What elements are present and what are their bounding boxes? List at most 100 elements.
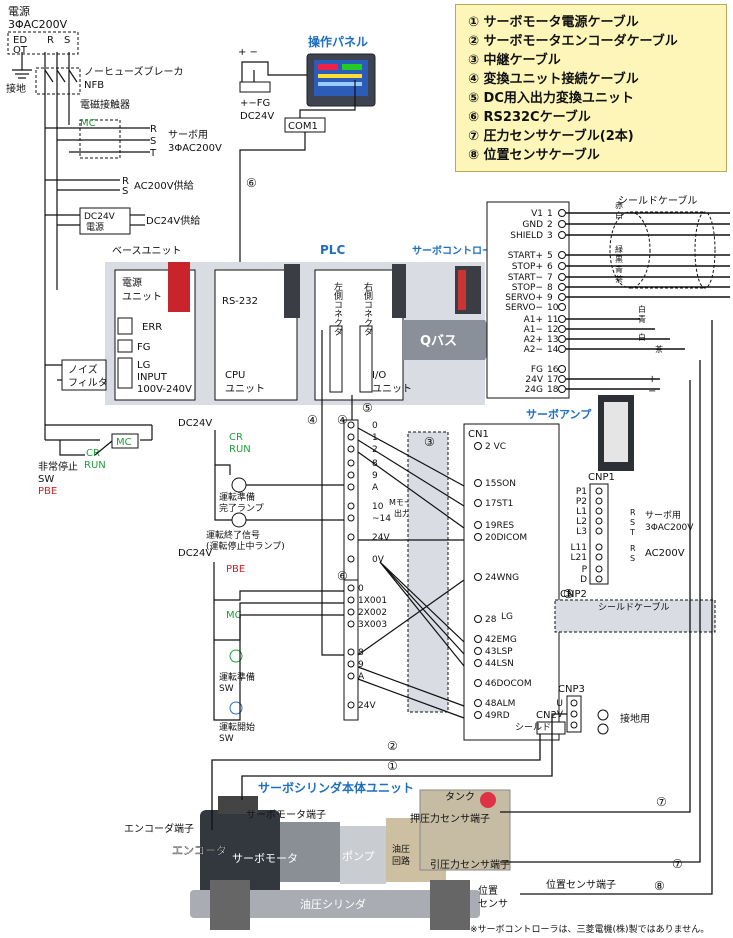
ground-label: 接地 <box>6 82 26 95</box>
dc24-box2: 電源 <box>86 222 104 233</box>
cn1-pin-screw <box>474 635 482 643</box>
terminal-screw <box>558 293 566 301</box>
cn2-label: CN2 <box>536 710 557 721</box>
panel-fg-label: +−FG <box>240 98 270 109</box>
terminal-number: 14 <box>547 345 559 355</box>
power-title1: 電源 <box>8 4 30 18</box>
wire-color-label: 茶 <box>655 344 663 354</box>
io-label1: I/O <box>372 370 386 381</box>
estop1: 非常停止 <box>38 460 78 473</box>
cn1-pin-label: 24WNG <box>485 573 519 583</box>
left-connector-label: 左側コネクタ <box>332 281 343 336</box>
cn1-pin-label: 17ST1 <box>485 499 513 509</box>
noise-label1: ノイズ <box>68 363 98 376</box>
cn1-pin-label: 42EMG <box>485 635 517 645</box>
cn1-pin-screw <box>474 615 482 623</box>
terminal-screw <box>558 335 566 343</box>
io-wire <box>213 614 344 721</box>
cnp1-pin-label: L1 <box>576 507 587 517</box>
io5-screw <box>347 445 355 453</box>
end-signal1: 運転終了信号 <box>206 529 260 541</box>
terminal-wires <box>566 212 730 390</box>
estop3: PBE <box>38 486 57 497</box>
rs232-label: RS-232 <box>222 296 258 307</box>
terminal-label: 24V <box>525 375 543 385</box>
terminal-label: START+ <box>508 251 543 261</box>
pump-label: ポンプ <box>342 850 375 863</box>
legend-item: ④ 変換ユニット接続ケーブル <box>468 72 639 87</box>
cable-2: ② <box>387 739 398 753</box>
lg-pin-label: LG <box>501 612 513 622</box>
cnp1-pin-screw <box>595 543 603 551</box>
terminal-label: A1− <box>524 325 543 335</box>
start-sw-icon <box>229 701 243 715</box>
cnp1-pin-screw <box>595 553 603 561</box>
motor-label: サーボモータ <box>232 852 298 865</box>
terminal-screw <box>558 325 566 333</box>
cnp3-pin-screw <box>570 710 578 718</box>
cn1-pin-label: 48ALM <box>485 699 515 709</box>
terminal-label: SERVO+ <box>505 293 543 303</box>
terminal-number: 12 <box>547 325 558 335</box>
terminal-label: FG <box>531 365 543 375</box>
wire-color-label: 白 <box>638 332 646 342</box>
pull-sensor-label: 引圧力センサ端子 <box>430 858 510 871</box>
encoder-label: エンコーダ <box>172 843 227 857</box>
io6-screw <box>347 596 355 604</box>
fg-label: FG <box>137 342 151 353</box>
wire-color-label: 緑 <box>615 244 623 254</box>
psu-term-fg <box>117 339 133 353</box>
cylinder-cables <box>211 320 713 895</box>
cnp1-pin-screw <box>595 487 603 495</box>
io5-screw <box>347 421 355 429</box>
plus-label: + <box>648 374 656 385</box>
cable-1: ① <box>387 759 398 773</box>
plc-title: PLC <box>320 243 345 257</box>
mc-label: MC <box>80 118 96 129</box>
r-out: R <box>150 124 157 135</box>
legend-item: ⑦ 圧力センサケーブル(2本) <box>468 129 634 144</box>
cnp3-pin-label: U <box>556 699 563 709</box>
terminal-number: 9 <box>547 293 553 303</box>
rst-label: T <box>629 528 635 537</box>
io6-label: 9 <box>358 660 364 670</box>
terminal-label: STOP− <box>512 283 543 293</box>
cn1-label: CN1 <box>468 429 489 440</box>
qbus-label: Qバス <box>420 334 457 349</box>
relay-cable-3 <box>407 431 449 713</box>
cpu-label2: ユニット <box>225 384 265 395</box>
io-pbe: PBE <box>226 564 245 575</box>
rs-label: R <box>630 544 636 553</box>
io-mc2: MC <box>116 437 132 448</box>
terminal-label: STOP+ <box>512 262 543 272</box>
contactor-label: 電磁接触器 <box>80 98 130 111</box>
panel-bar2 <box>318 82 362 86</box>
cnp1-pin-label: D <box>580 575 587 585</box>
cnp1-pin-screw <box>595 527 603 535</box>
terminal-label: A2+ <box>524 335 543 345</box>
cn1-pin-screw <box>474 499 482 507</box>
cnp3-pin-screw <box>570 699 578 707</box>
io-wire <box>357 666 465 707</box>
cylinder-label: 油圧シリンダ <box>300 897 366 911</box>
cn1-pin-label: 28 <box>485 615 497 625</box>
io-run2: RUN <box>84 460 106 471</box>
cn1-pin-screw <box>474 699 482 707</box>
io6-screw <box>347 701 355 709</box>
shield-cable-box <box>554 599 716 633</box>
legend-item: ② サーボモータエンコーダケーブル <box>468 34 678 49</box>
io5-label: 9 <box>372 471 378 481</box>
io5-screw <box>347 555 355 563</box>
amp-shield-cable: シールドケーブル <box>598 601 669 613</box>
io-wire <box>379 561 465 643</box>
cylinder-image <box>190 789 511 930</box>
cnp3-label: CNP3 <box>558 684 585 695</box>
cnp1-pin-screw <box>595 575 603 583</box>
io-wire <box>357 427 465 487</box>
terminal-label: A2− <box>524 345 543 355</box>
terminal-label: V1 <box>531 209 543 219</box>
pos-sensor-label1: 位置 <box>478 884 498 897</box>
